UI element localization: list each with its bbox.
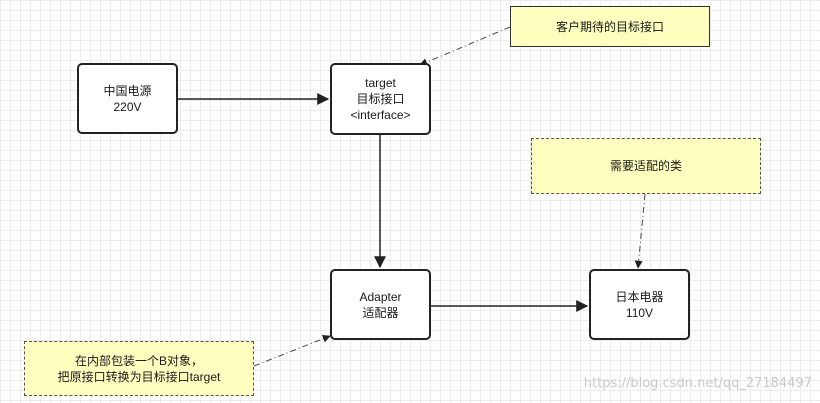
target-name: target [365, 76, 396, 90]
edge-wrap-note-to-adapter [253, 334, 331, 367]
japan-device-voltage: 110V [625, 305, 654, 320]
china-power-label: 中国电源 [103, 83, 152, 98]
watermark: https://blog.csdn.net/qq_27184497 [583, 376, 812, 391]
adapter-node: Adapter 适配器 [330, 269, 431, 340]
wrap-text-line2: 把原接口转换为目标接口target [57, 369, 221, 384]
target-stereotype: <interface> [350, 108, 411, 122]
japan-device-label: 日本电器 [615, 289, 664, 304]
china-power-node: 中国电源 220V [77, 63, 178, 134]
wrap-text-line1: 在内部包装一个B对象， [74, 353, 203, 368]
adaptee-note: 需要适配的类 [531, 138, 761, 194]
adapter-label: 适配器 [362, 305, 399, 320]
edge-customer-note-to-target [419, 26, 511, 66]
target-interface-node: target 目标接口 <interface> [330, 63, 431, 135]
adaptee-text: 需要适配的类 [609, 159, 682, 173]
target-label: 目标接口 [356, 92, 405, 106]
customer-expectation-text: 客户期待的目标接口 [555, 19, 664, 34]
japan-device-node: 日本电器 110V [589, 269, 690, 340]
wrap-description-note: 在内部包装一个B对象， 把原接口转换为目标接口target [24, 341, 254, 396]
edge-adaptee-note-to-japan-device [634, 193, 646, 269]
china-power-voltage: 220V [113, 99, 142, 114]
adapter-name: Adapter [359, 289, 402, 304]
customer-expectation-note: 客户期待的目标接口 [510, 6, 710, 47]
